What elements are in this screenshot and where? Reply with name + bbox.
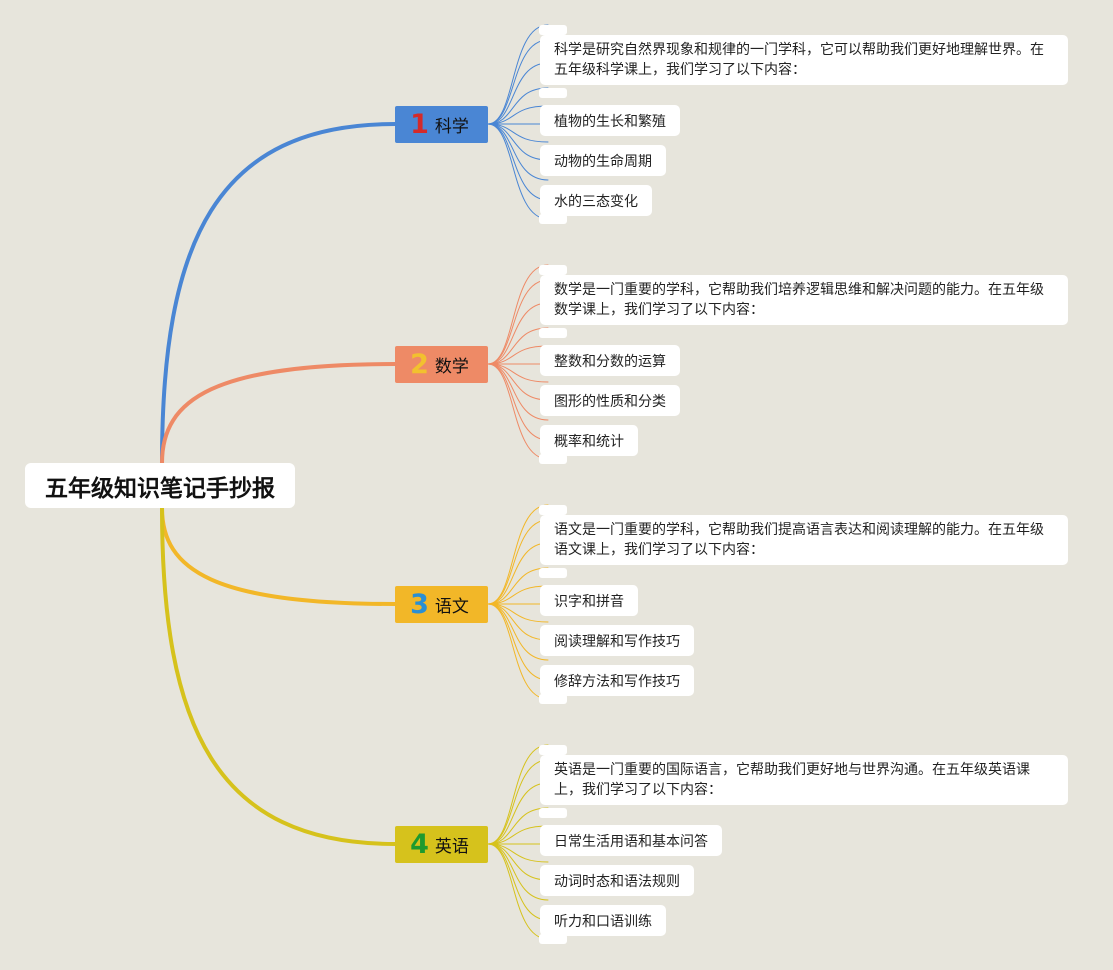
chinese-item-3[interactable]: 修辞方法和写作技巧 [540,665,694,696]
leaf-connector [487,302,549,365]
science-description[interactable]: 科学是研究自然界现象和规律的一门学科，它可以帮助我们更好地理解世界。在五年级科学… [540,35,1068,85]
empty-node-stub[interactable] [539,505,567,515]
branch-node-science[interactable]: 1 科学 [395,106,488,143]
empty-node-stub[interactable] [539,694,567,704]
branch-connector [160,122,397,465]
empty-node-stub[interactable] [539,88,567,98]
leaf-connector [487,327,549,365]
leaf-connector [487,843,549,940]
branch-node-math[interactable]: 2 数学 [395,346,488,383]
chinese-description[interactable]: 语文是一门重要的学科，它帮助我们提高语言表达和阅读理解的能力。在五年级语文课上，… [540,515,1068,565]
leaf-connector [487,843,549,863]
branch-label: 科学 [434,117,469,137]
leaf-connector [487,744,549,845]
branch-node-chinese[interactable]: 3 语文 [395,586,488,623]
branch-node-english[interactable]: 4 英语 [395,826,488,863]
leaf-connector [487,807,549,845]
leaf-connector [487,87,549,125]
branch-number: 3 [410,589,429,620]
leaf-connector [487,759,549,845]
science-item-3[interactable]: 水的三态变化 [540,185,652,216]
leaf-connector [487,279,549,365]
empty-node-stub[interactable] [539,745,567,755]
leaf-connector [487,782,549,845]
leaf-connector [487,39,549,125]
branch-number: 4 [410,829,429,860]
leaf-connector [487,105,549,125]
english-description[interactable]: 英语是一门重要的国际语言，它帮助我们更好地与世界沟通。在五年级英语课上，我们学习… [540,755,1068,805]
leaf-connector [487,519,549,605]
leaf-connector [487,567,549,605]
empty-node-stub[interactable] [539,568,567,578]
branch-label: 英语 [434,837,469,857]
branch-number: 2 [410,349,429,380]
empty-node-stub[interactable] [539,265,567,275]
leaf-connector [487,123,549,143]
empty-node-stub[interactable] [539,808,567,818]
empty-node-stub[interactable] [539,25,567,35]
leaf-connector [487,363,549,460]
leaf-connector [487,345,549,365]
english-item-1[interactable]: 日常生活用语和基本问答 [540,825,722,856]
leaf-connector [487,825,549,845]
leaf-connector [487,603,549,700]
empty-node-stub[interactable] [539,454,567,464]
leaf-connector [487,24,549,125]
leaf-connector [487,603,549,623]
science-item-2[interactable]: 动物的生命周期 [540,145,666,176]
branch-label: 语文 [434,597,469,617]
empty-node-stub[interactable] [539,214,567,224]
leaf-connector [487,542,549,605]
leaf-connector [487,585,549,605]
empty-node-stub[interactable] [539,328,567,338]
english-item-3[interactable]: 听力和口语训练 [540,905,666,936]
chinese-item-2[interactable]: 阅读理解和写作技巧 [540,625,694,656]
math-item-2[interactable]: 图形的性质和分类 [540,385,680,416]
branch-connector [160,362,397,465]
math-item-1[interactable]: 整数和分数的运算 [540,345,680,376]
leaf-connector [487,264,549,365]
science-item-1[interactable]: 植物的生长和繁殖 [540,105,680,136]
central-topic[interactable]: 五年级知识笔记手抄报 [25,463,295,508]
branch-label: 数学 [434,357,469,377]
branch-connector [160,506,397,606]
leaf-connector [487,62,549,125]
chinese-item-1[interactable]: 识字和拼音 [540,585,638,616]
leaf-connector [487,123,549,220]
math-item-3[interactable]: 概率和统计 [540,425,638,456]
branch-connector [160,506,397,846]
leaf-connector [487,363,549,383]
branch-number: 1 [410,109,429,140]
english-item-2[interactable]: 动词时态和语法规则 [540,865,694,896]
empty-node-stub[interactable] [539,934,567,944]
leaf-connector [487,504,549,605]
math-description[interactable]: 数学是一门重要的学科，它帮助我们培养逻辑思维和解决问题的能力。在五年级数学课上，… [540,275,1068,325]
